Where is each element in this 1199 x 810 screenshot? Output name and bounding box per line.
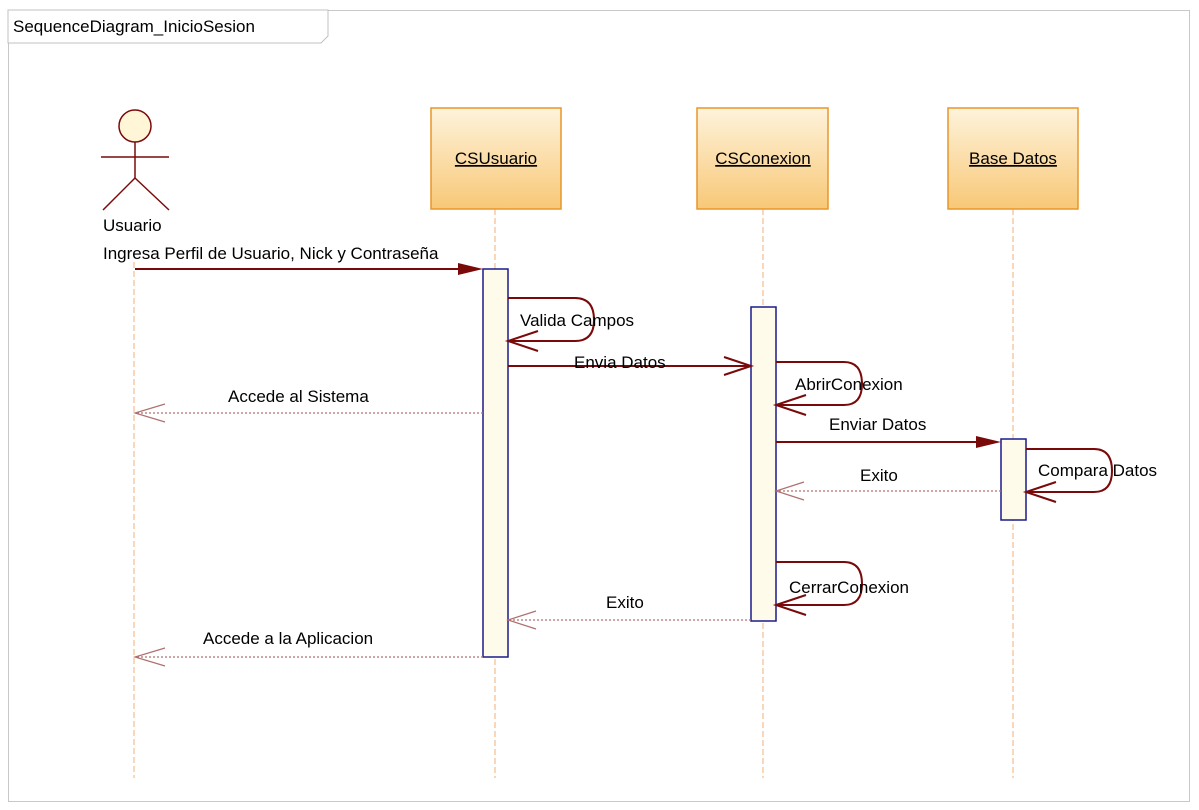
message-abrir-conexion — [772, 361, 864, 416]
message-compara-datos — [1022, 448, 1114, 503]
message-label-exito-base-datos: Exito — [860, 466, 898, 485]
message-label-exito-csconexion: Exito — [606, 593, 644, 612]
lifeline-label-csconexion: CSConexion — [715, 149, 810, 168]
message-envia-datos — [508, 356, 755, 376]
diagram-frame — [8, 10, 1190, 802]
lifeline-label-csusuario: CSUsuario — [455, 149, 537, 168]
message-label-envia-datos: Envia Datos — [574, 353, 666, 372]
frame-tab — [7, 9, 329, 44]
message-label-ingresa-perfil: Ingresa Perfil de Usuario, Nick y Contra… — [103, 244, 439, 263]
actor-usuario-icon — [101, 109, 170, 211]
message-label-compara-datos: Compara Datos — [1038, 461, 1157, 480]
message-accede-a-la-aplicacion — [132, 647, 483, 667]
message-label-accede-al-sistema: Accede al Sistema — [228, 387, 369, 406]
lifeline-box-base-datos — [947, 107, 1079, 210]
message-accede-al-sistema — [132, 403, 483, 423]
message-valida-campos — [504, 297, 596, 352]
message-enviar-datos — [776, 436, 1001, 448]
message-label-enviar-datos: Enviar Datos — [829, 415, 926, 434]
activation-csusuario — [482, 268, 509, 658]
message-label-valida-campos: Valida Campos — [520, 311, 634, 330]
message-cerrar-conexion — [772, 561, 864, 616]
message-label-abrir-conexion: AbrirConexion — [795, 375, 903, 394]
activation-base-datos — [1000, 438, 1027, 521]
frame-title: SequenceDiagram_InicioSesion — [13, 17, 255, 36]
lifeline-box-csconexion — [696, 107, 829, 210]
message-exito-csconexion — [506, 610, 751, 630]
message-exito-base-datos — [774, 481, 1001, 501]
message-label-cerrar-conexion: CerrarConexion — [789, 578, 909, 597]
activation-csconexion — [750, 306, 777, 622]
lifeline-box-csusuario — [430, 107, 562, 210]
actor-label: Usuario — [103, 216, 162, 235]
lifeline-label-base-datos: Base Datos — [969, 149, 1057, 168]
message-ingresa-perfil — [135, 263, 483, 275]
message-label-accede-a-la-aplicacion: Accede a la Aplicacion — [203, 629, 373, 648]
